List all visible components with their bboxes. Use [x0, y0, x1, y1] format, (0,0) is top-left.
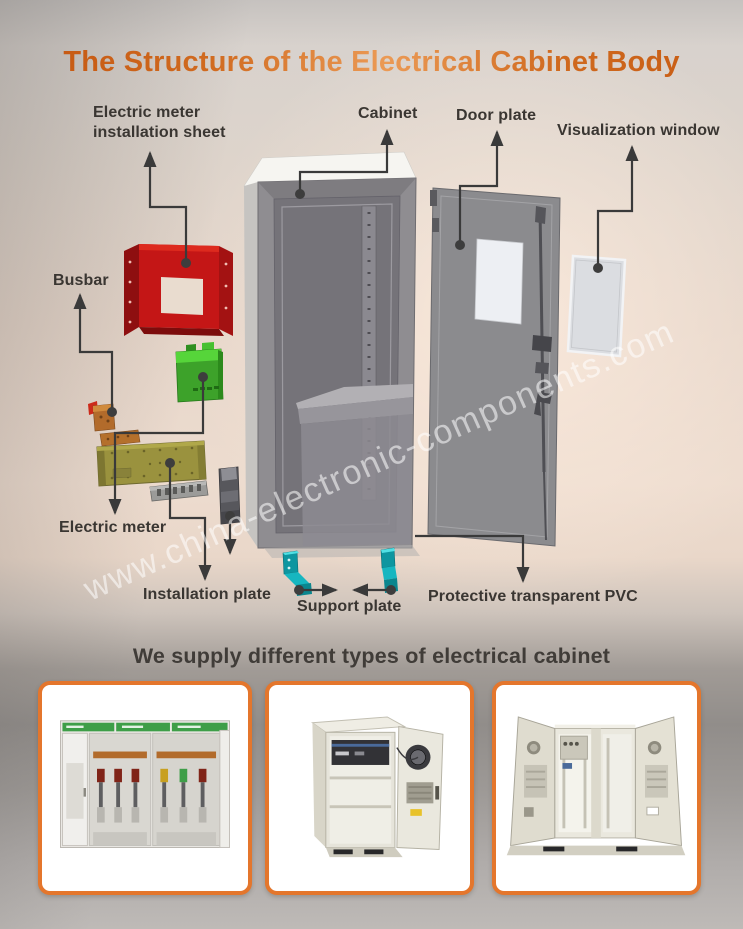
installation-plate-illustration [96, 440, 207, 487]
label-electric-meter: Electric meter [59, 519, 167, 536]
meter-installation-sheet-illustration [124, 244, 233, 336]
door-plate-illustration [427, 187, 561, 547]
outdoor-single-door-cabinet-photo [310, 716, 443, 858]
connector-protective-pvc [415, 534, 530, 583]
label-support-plate: Support plate [297, 598, 402, 615]
photo-card-3 [492, 681, 701, 895]
page-title: The Structure of the Electrical Cabinet … [0, 46, 743, 79]
label-door-plate: Door plate [456, 107, 537, 124]
photo-card-2 [265, 681, 474, 895]
outdoor-double-door-cabinet-photo [506, 716, 685, 856]
label-visualization-window: Visualization window [557, 122, 720, 139]
gallery-heading: We supply different types of electrical … [132, 644, 611, 668]
connector-door-plate [458, 130, 504, 245]
connector-dots [107, 189, 603, 595]
connector-installation-sheet [143, 151, 188, 263]
connector-cabinet [298, 129, 394, 194]
label-installation-plate: Installation plate [143, 586, 272, 603]
photo-card-1 [38, 681, 252, 895]
connector-busbar [73, 293, 114, 412]
connector-lines [73, 129, 639, 597]
connector-installation-plate [168, 463, 212, 581]
connector-electric-meter [108, 377, 205, 515]
label-cabinet: Cabinet [358, 105, 418, 122]
din-rail-illustration [149, 480, 209, 502]
visualization-window-illustration [566, 254, 627, 358]
cabinet-illustration [243, 151, 420, 558]
label-protective-transparent-pvc: Protective transparent PVC [428, 588, 638, 605]
electric-meter-illustration [175, 342, 224, 403]
label-electric-meter-installation-sheet: Electric meter installation sheet [93, 104, 226, 141]
connector-visualization-window [596, 145, 639, 268]
label-busbar: Busbar [53, 272, 109, 289]
indoor-switchgear-cabinets-photo [60, 720, 230, 849]
